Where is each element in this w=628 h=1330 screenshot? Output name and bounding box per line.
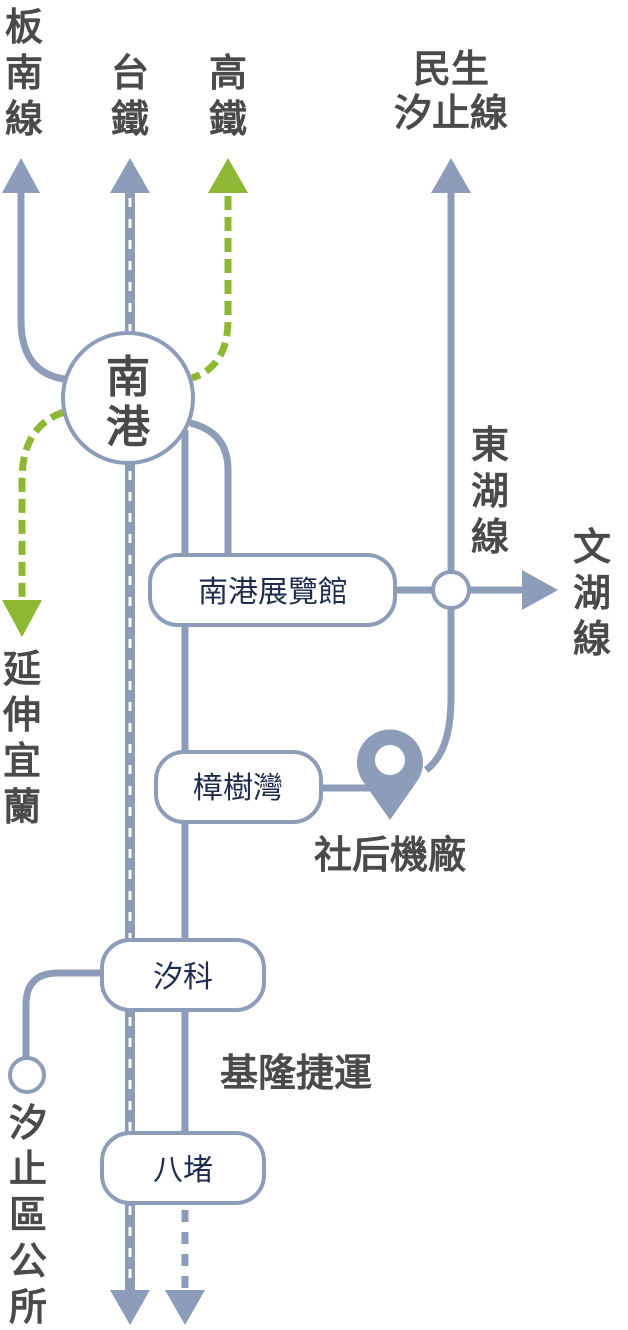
hub-nangang[interactable]: 南 港 [61,331,195,465]
station-xike[interactable]: 汐科 [100,938,266,1012]
station-pill[interactable] [100,1131,266,1205]
arrow-down-icon [2,600,42,637]
label-minsheng-xizhi-line: 民生 汐止線 [394,47,508,135]
label-hsr: 高 鐵 [209,51,247,141]
banan-line-path [17,190,75,384]
label-line1: 民生 [413,47,489,91]
label-char: 止 [9,1147,47,1191]
label-char: 文 [573,525,611,569]
label-tra: 台 鐵 [111,51,149,141]
label-char: 湖 [471,469,509,513]
label-char: 公 [9,1239,47,1283]
hub-name-char: 港 [106,402,151,453]
label-char: 南 [5,51,43,95]
label-char: 線 [5,97,43,141]
label-keelung-mrt: 基隆捷運 [220,1051,372,1095]
label-char: 伸 [2,693,41,737]
label-char: 東 [471,423,509,467]
hub-name-char: 南 [106,352,150,403]
station-nangang-exhibition[interactable]: 南港展覽館 [148,553,397,627]
station-name: 汐科 [153,960,213,995]
xizhi-office-branch [8,969,103,1094]
label-yilan-extension: 延 伸 宜 蘭 [2,647,41,829]
station-pill[interactable] [154,750,323,824]
junction-circle-icon [431,570,471,610]
label-xizhi-district-office: 汐 止 區 公 所 [9,1101,47,1329]
station-name: 南港展覽館 [198,575,348,610]
arrow-up-icon [2,158,40,193]
terminal-circle-icon [8,1056,46,1094]
arrow-up-icon [431,158,471,193]
yilan-extension-line [2,408,66,637]
label-char: 所 [9,1285,47,1329]
label-char: 線 [573,617,611,661]
label-char: 鐵 [209,97,247,141]
label-banan-line: 板 南 線 [5,5,43,141]
label-char: 鐵 [111,97,149,141]
arrow-down-icon [110,1290,150,1325]
depot-shehou[interactable]: 社后機廠 [314,729,466,877]
label-char: 區 [9,1193,47,1237]
label-wenhu-line: 文 湖 線 [573,525,611,661]
arrow-down-icon [165,1290,205,1325]
label-char: 線 [471,515,509,559]
yilan-line-path [18,408,66,600]
label-char: 台 [111,51,149,95]
station-pill[interactable] [148,553,397,627]
label-char: 湖 [573,571,611,615]
map-pin-hole [375,745,405,775]
station-name: 樟樹灣 [193,771,283,806]
label-line2: 汐止線 [394,91,508,135]
xizhi-office-path [22,969,103,1060]
arrow-right-icon [522,570,558,610]
arrow-up-icon [110,158,150,193]
label-donghu-line: 東 湖 線 [471,423,509,559]
label-char: 宜 [3,739,41,783]
depot-label: 社后機廠 [314,833,466,877]
label-char: 板 [5,5,43,49]
station-pill[interactable] [100,938,266,1012]
station-name: 八堵 [153,1153,213,1188]
label-char: 汐 [9,1101,47,1145]
station-zhangshuwan[interactable]: 樟樹灣 [154,750,323,824]
label-char: 延 [3,647,41,691]
exhibition-branch-path [189,419,232,558]
label-char: 蘭 [3,785,41,829]
label-char: 高 [209,51,247,95]
depot-curve-path [423,697,455,773]
hsr-line [190,158,248,382]
station-badu[interactable]: 八堵 [100,1131,266,1205]
hub-circle[interactable] [61,331,195,465]
banan-line [2,158,75,384]
minsheng-xizhi-line [423,158,471,773]
arrow-up-icon [208,158,248,193]
wenhu-connector [395,570,558,610]
hsr-line-path [190,196,232,382]
